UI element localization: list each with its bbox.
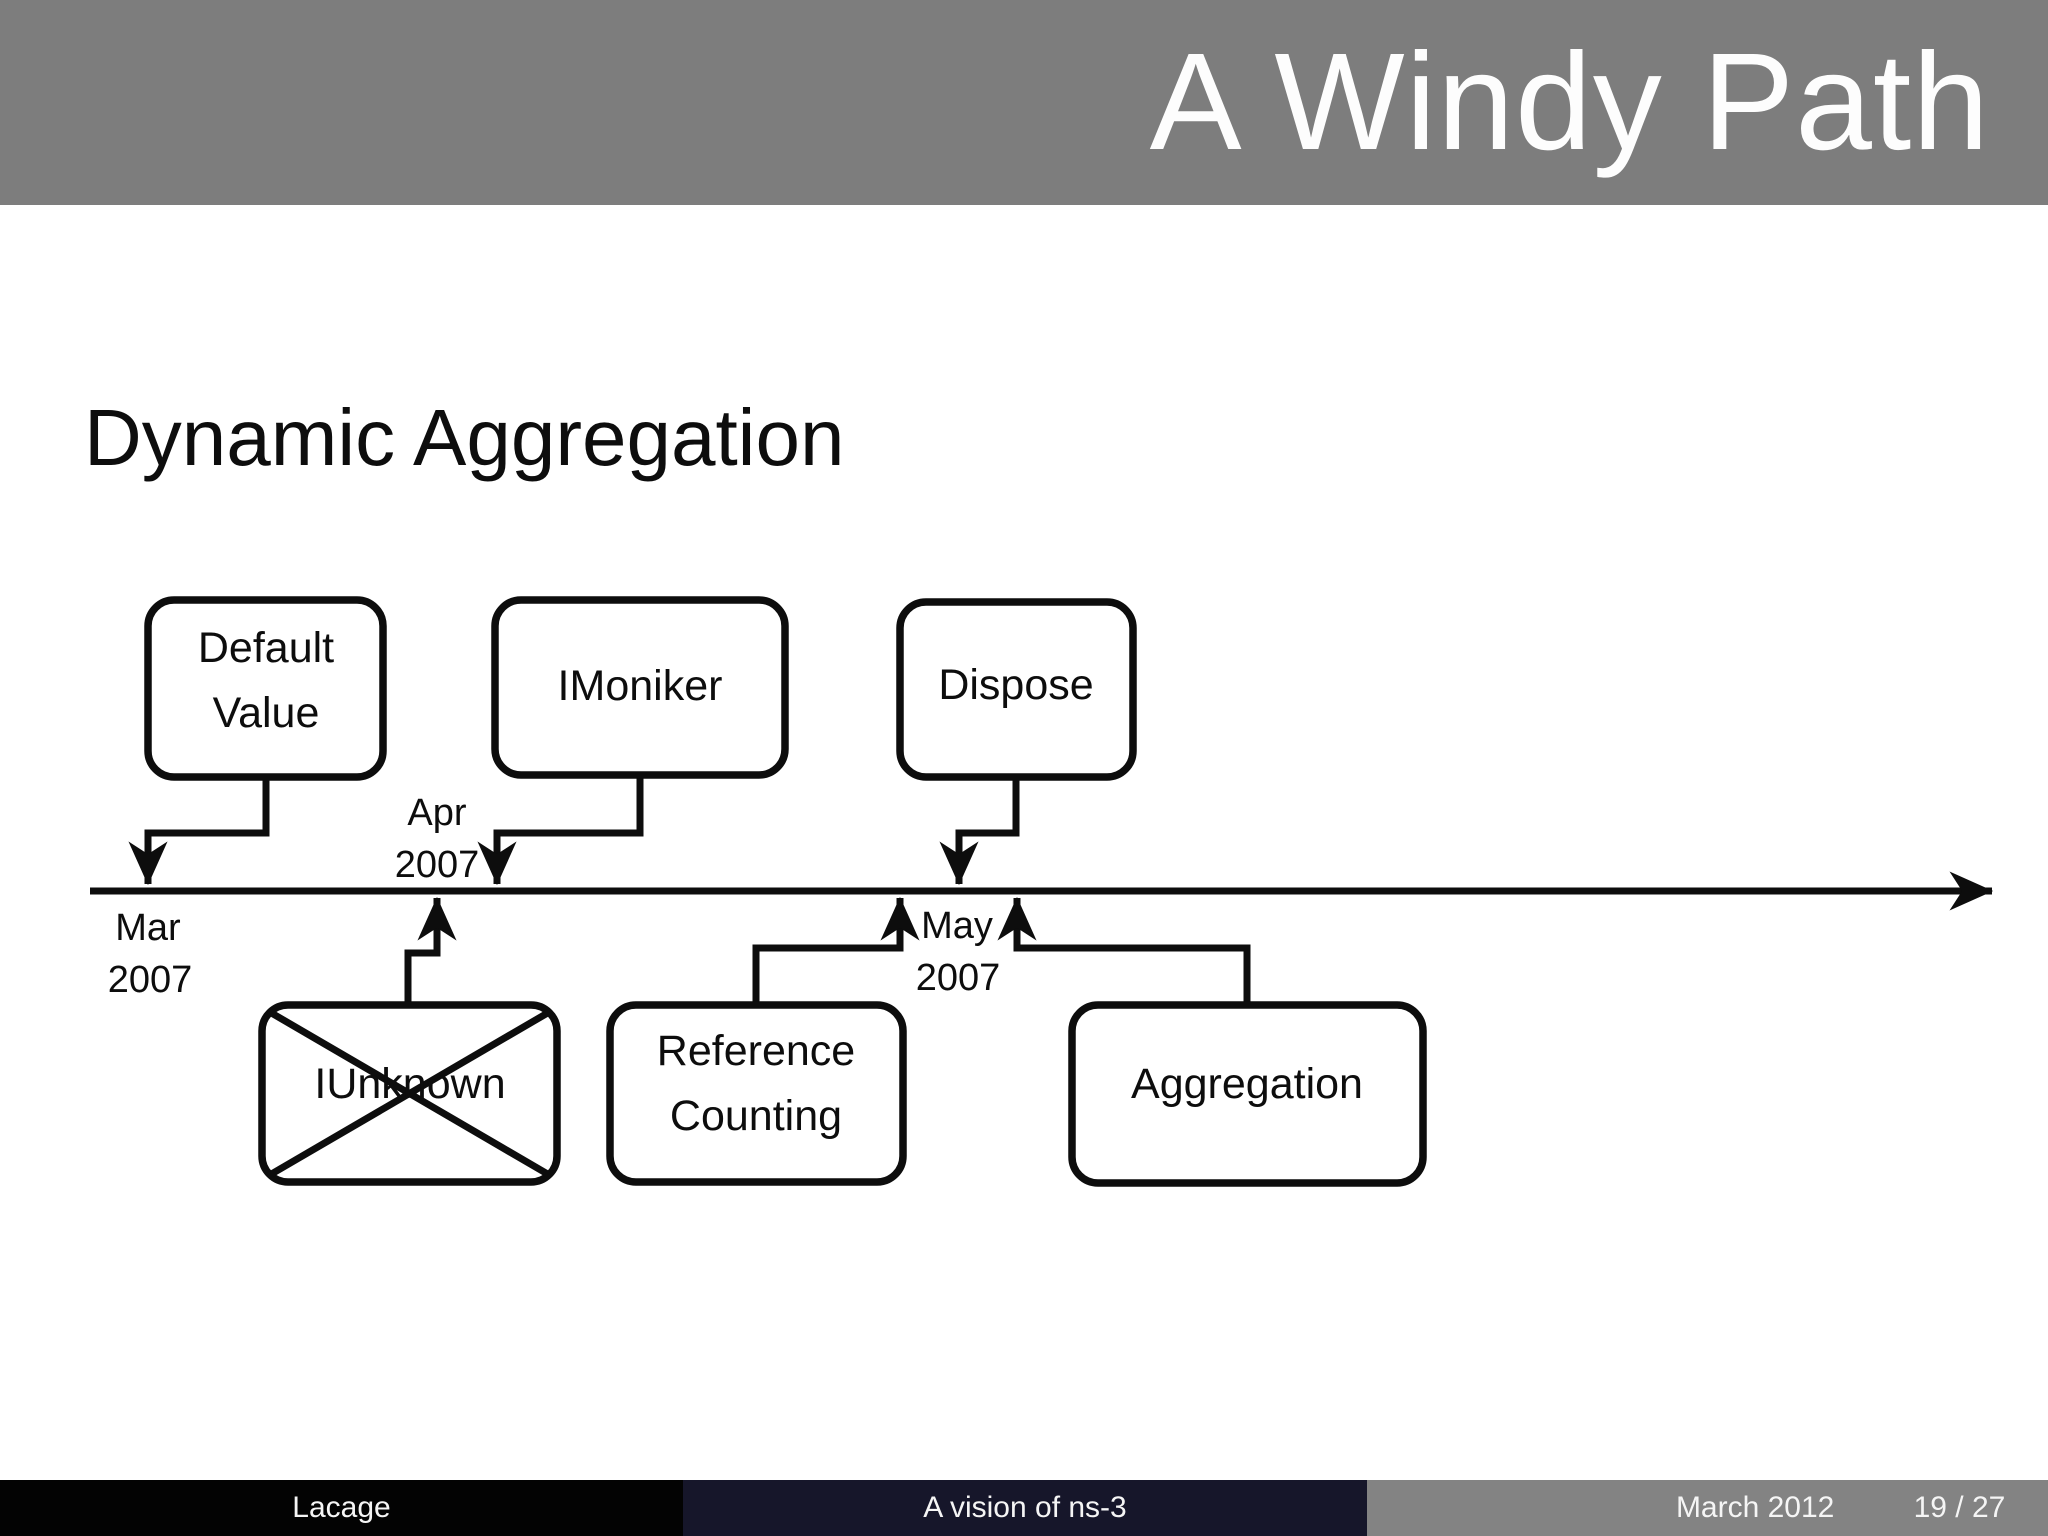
footer-date-segment: March 2012 19 / 27: [1367, 1480, 2048, 1536]
connector-default-value: [128, 777, 270, 886]
box-reference-counting-label-line2: Counting: [670, 1092, 842, 1140]
box-reference-counting: [606, 1001, 907, 1186]
box-default-value: [144, 596, 387, 781]
month-mar-year: 2007: [108, 959, 193, 1001]
month-may-year: 2007: [916, 957, 1001, 999]
box-iunknown-label: IUnknown: [314, 1060, 505, 1108]
box-dispose-label: Dispose: [938, 661, 1093, 709]
connector-reference-counting: [752, 896, 920, 1005]
footer-author-segment: Lacage: [0, 1480, 683, 1536]
box-aggregation: [1068, 1001, 1427, 1187]
iunknown-cross-line-2: [266, 1007, 553, 1180]
month-apr-year: 2007: [395, 844, 480, 886]
box-imoniker-label: IMoniker: [558, 662, 723, 710]
header-bar: A Windy Path: [0, 0, 2048, 205]
connector-dispose: [939, 777, 1020, 886]
footer-title-segment: A vision of ns-3: [683, 1480, 1367, 1536]
slide-heading: Dynamic Aggregation: [84, 393, 845, 482]
connector-aggregation: [997, 896, 1251, 1005]
month-mar-label: Mar: [115, 907, 181, 949]
box-default-value-label-line2: Value: [213, 689, 320, 737]
footer-date: March 2012: [1675, 1491, 1835, 1524]
month-apr-label: Apr: [407, 792, 466, 834]
box-reference-counting-label-line1: Reference: [657, 1027, 855, 1075]
box-imoniker: [491, 596, 789, 779]
footer-author: Lacage: [292, 1491, 391, 1524]
box-aggregation-label: Aggregation: [1131, 1060, 1363, 1108]
footer-bar: Lacage A vision of ns-3 March 2012 19 / …: [0, 1480, 2048, 1536]
footer-page-number: 19 / 27: [1913, 1491, 2006, 1524]
box-default-value-label-line1: Default: [198, 624, 334, 672]
slide-title: A Windy Path: [1149, 25, 1990, 179]
connector-imoniker: [477, 775, 644, 886]
footer-deck-title: A vision of ns-3: [923, 1491, 1127, 1524]
box-dispose: [896, 598, 1137, 781]
month-may-label: May: [921, 905, 993, 947]
connector-iunknown: [404, 896, 457, 1005]
